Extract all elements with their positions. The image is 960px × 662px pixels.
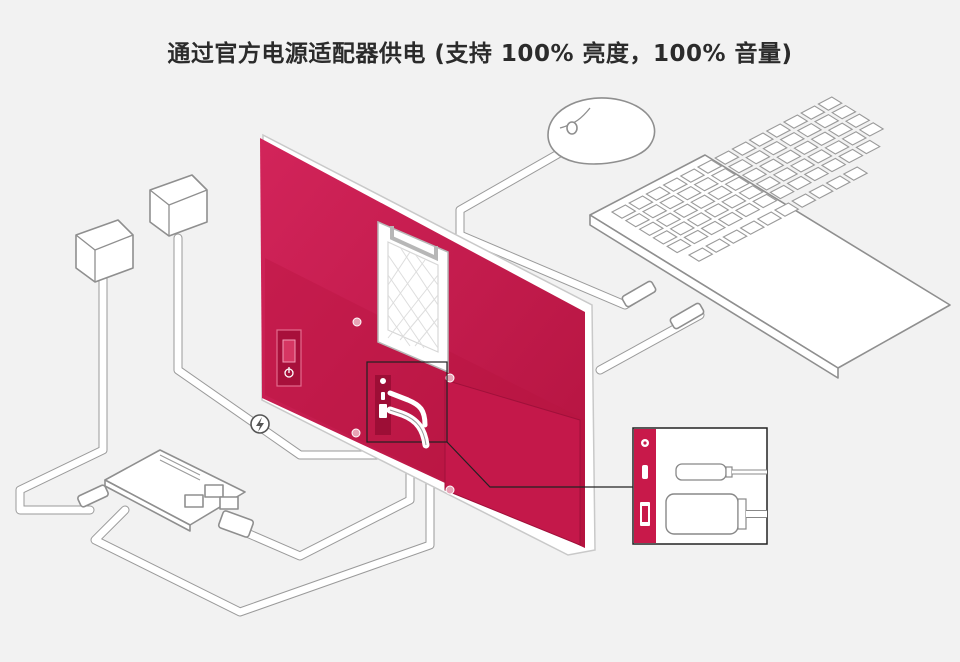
keyboard-key [700, 220, 727, 236]
keyboard-key [707, 185, 733, 201]
keyboard-key [741, 167, 768, 183]
keyboard-key [756, 211, 783, 226]
keyboard-key [645, 186, 671, 201]
keyboard-key [687, 247, 714, 262]
keyboard-key [727, 158, 754, 174]
keyboard-key [796, 122, 823, 138]
keyboard-key [624, 212, 651, 228]
keyboard-key [752, 193, 778, 209]
raspberry-pi-board [77, 449, 255, 538]
keyboard-key [610, 204, 637, 219]
keyboard-key [820, 157, 847, 173]
keyboard-key [791, 193, 817, 208]
keyboard-key [800, 105, 826, 120]
keyboard-key [686, 212, 713, 227]
keyboard-key [690, 194, 716, 210]
usb-c-plug [675, 463, 767, 481]
keyboard-key [679, 168, 706, 183]
keyboard-key [776, 149, 802, 165]
keyboard-key [825, 175, 852, 190]
keyboard-key [786, 175, 813, 191]
keyboard-key [824, 140, 850, 155]
keyboard-key [831, 104, 857, 120]
keyboard-key [772, 167, 799, 182]
power-adapter-right [149, 174, 208, 237]
keyboard-key [748, 132, 775, 147]
keyboard-key [693, 176, 720, 192]
keyboard-key [662, 177, 689, 192]
keyboard-key [717, 211, 744, 227]
keyboard-key [666, 238, 692, 254]
lightning-icon [250, 414, 270, 434]
keyboard-key [827, 122, 854, 138]
keyboard-key [807, 149, 833, 164]
keyboard-key [655, 212, 682, 228]
keyboard-key [773, 202, 800, 217]
keyboard-key [779, 131, 806, 147]
keyboard-key [810, 131, 837, 147]
keyboard-key [808, 184, 834, 199]
keyboard-key [817, 96, 843, 111]
keyboard-key [714, 150, 740, 165]
power-adapter-left [75, 219, 134, 283]
keyboard-key [669, 221, 696, 236]
power-button [276, 329, 302, 387]
keyboard-key [739, 220, 766, 235]
keyboard-key [676, 185, 702, 201]
keyboard-key [710, 167, 737, 183]
keyboard-key [765, 123, 792, 138]
keyboard-key [769, 184, 795, 200]
keyboard-key [803, 166, 830, 182]
keyboard-key [842, 166, 869, 181]
keyboard-key [841, 131, 868, 146]
keyboard-key [838, 148, 864, 164]
keyboard-key [745, 149, 771, 165]
keyboard-key [855, 139, 881, 155]
keyboard-key [789, 158, 816, 173]
keyboard [589, 96, 951, 379]
port-area [366, 361, 448, 449]
hdmi-plug [665, 493, 767, 535]
keyboard-key [628, 195, 654, 210]
keyboard-key [731, 141, 757, 156]
keyboard-key [638, 221, 665, 237]
usb-c-port [642, 465, 648, 479]
display-rear [260, 133, 596, 556]
keyboard-key [782, 114, 809, 129]
keyboard-key [659, 194, 685, 210]
keyboard-key [722, 229, 748, 244]
keyboard-key [858, 122, 885, 137]
keyboard-key [793, 140, 819, 156]
keyboard-key [844, 113, 871, 129]
keyboard-key [762, 140, 788, 156]
keyboard-key [724, 176, 751, 192]
callout-leader [446, 441, 633, 488]
keyboard-key [813, 113, 840, 129]
keyboard-keys [610, 96, 885, 262]
power-icon [284, 367, 294, 378]
audio-jack-icon [641, 439, 649, 447]
mouse [547, 97, 656, 165]
keyboard-key [721, 194, 747, 209]
keyboard-key [683, 229, 709, 245]
keyboard-key [696, 159, 723, 174]
keyboard-key [672, 203, 699, 219]
keyboard-key [755, 176, 782, 191]
port-callout [632, 427, 768, 545]
display-stand [377, 220, 449, 374]
keyboard-key [641, 203, 668, 219]
keyboard-key [652, 230, 678, 245]
keyboard-key [705, 238, 731, 253]
keyboard-key [738, 185, 764, 200]
keyboard-key [703, 203, 730, 218]
keyboard-key [734, 202, 761, 218]
keyboard-key [758, 158, 785, 174]
page-title: 通过官方电源适配器供电 (支持 100% 亮度，100% 音量) [167, 41, 793, 67]
